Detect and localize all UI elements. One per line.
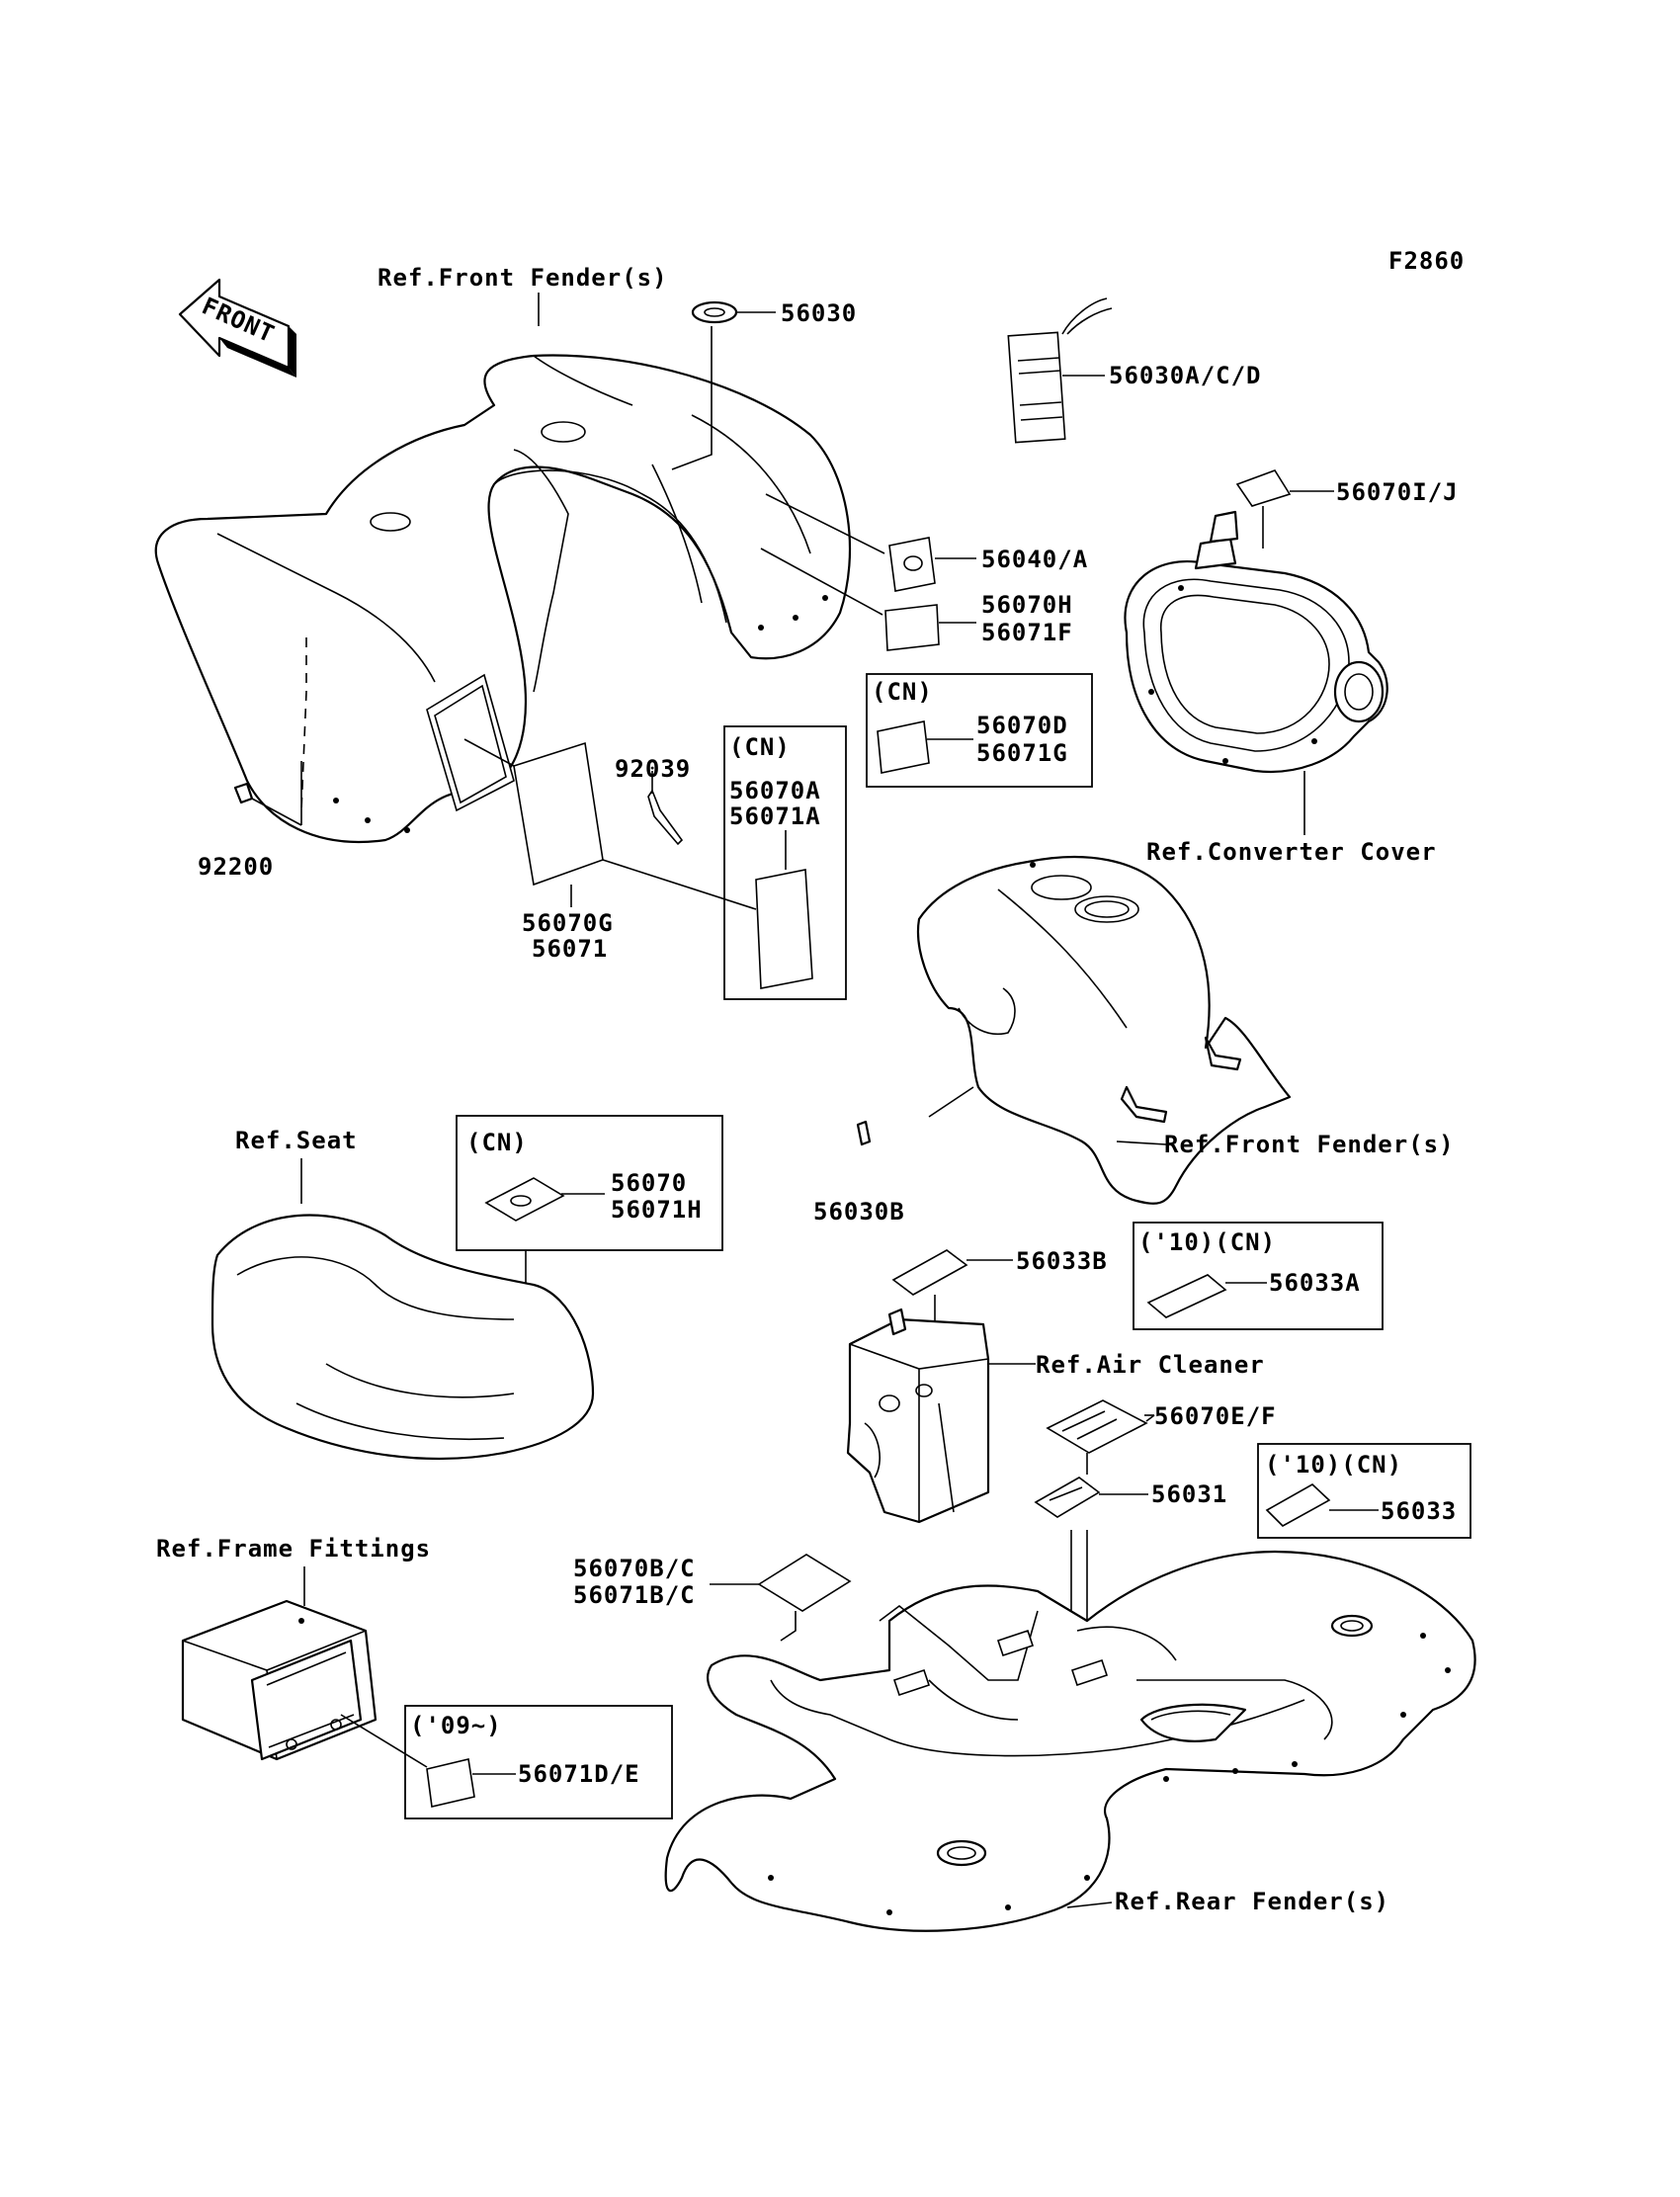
decal-56070h-icon (884, 604, 940, 651)
decal-56040-icon (888, 537, 936, 592)
converter-cover-drawing (1124, 510, 1388, 773)
callout-box-cn-33 (1257, 1443, 1471, 1539)
callout-box-cn-33a (1133, 1222, 1384, 1330)
cn-a-tag: (CN) (729, 733, 791, 761)
ref-rear-fender: Ref.Rear Fender(s) (1115, 1888, 1389, 1915)
callout-box-cn-a (723, 725, 847, 1000)
hang-tag-icon (1007, 297, 1113, 444)
decal-56070ef-icon (1046, 1399, 1148, 1454)
decal-56070bc-icon (757, 1554, 852, 1612)
part-56071: 56071 (532, 935, 608, 963)
part-56071b-c-text: 56071B/C (573, 1581, 696, 1609)
decal-56071de-icon (426, 1758, 475, 1808)
cn-33a-line1: 56033A (1269, 1269, 1361, 1297)
part-56033b: 56033B (1016, 1247, 1108, 1275)
y09-line1: 56071D/E (518, 1760, 640, 1788)
cn-a-line1: 56070A (729, 777, 821, 804)
callout-box-cn-d (866, 673, 1093, 788)
callout-box-cn-h (456, 1115, 723, 1251)
rear-fender-drawing (664, 1550, 1476, 1932)
part-92039: 92039 (615, 755, 691, 783)
cn-h-tag: (CN) (466, 1129, 528, 1156)
part-56070g: 56070G (522, 909, 614, 937)
label-56030b-icon (856, 1120, 872, 1146)
ref-converter-cover: Ref.Converter Cover (1146, 838, 1437, 866)
decal-56070g-icon (513, 741, 604, 887)
part-56040-a: 56040/A (981, 546, 1088, 573)
part-56030a-c-d: 56030A/C/D (1109, 362, 1262, 389)
screw-92039-icon (647, 789, 684, 846)
cn-d-tag: (CN) (872, 678, 933, 706)
ref-seat: Ref.Seat (235, 1127, 358, 1154)
callout-box-y09 (404, 1705, 673, 1819)
decal-56070d-icon (877, 720, 930, 774)
figure-code: F2860 (1388, 247, 1465, 275)
cn-33-tag: ('10)(CN) (1265, 1451, 1402, 1479)
cn-d-line1: 56070D (976, 712, 1068, 739)
cn-a-line2: 56071A (729, 803, 821, 830)
decal-56033a-icon (1146, 1274, 1227, 1318)
part-56070e-f: 56070E/F (1154, 1402, 1277, 1430)
ref-frame-fittings: Ref.Frame Fittings (156, 1535, 431, 1563)
seat-drawing (210, 1214, 595, 1461)
part-56031: 56031 (1151, 1480, 1227, 1508)
decal-56033-icon (1265, 1483, 1331, 1527)
frame-fittings-drawing (181, 1599, 378, 1761)
part-92200: 92200 (198, 853, 274, 881)
y09-tag: ('09~) (410, 1712, 502, 1739)
ref-front-fender-top: Ref.Front Fender(s) (378, 264, 668, 292)
front-fender-drawing (154, 354, 852, 844)
cn-h-line2: 56071H (611, 1196, 703, 1224)
cn-33-line1: 56033 (1381, 1497, 1457, 1525)
part-56030b: 56030B (813, 1198, 905, 1225)
ref-front-fender-mid: Ref.Front Fender(s) (1164, 1131, 1455, 1158)
decal-56033b-icon (891, 1249, 968, 1296)
part-56070h: 56070H (981, 591, 1073, 619)
cn-d-line2: 56071G (976, 739, 1068, 767)
part-56071f: 56071F (981, 619, 1073, 646)
decal-56070a-icon (755, 869, 813, 989)
cn-h-line1: 56070 (611, 1169, 687, 1197)
front-fender-mid-drawing (917, 856, 1292, 1205)
decal-56070ij-icon (1235, 469, 1292, 507)
cn-33a-tag: ('10)(CN) (1138, 1228, 1276, 1256)
decal-56070-icon (484, 1177, 565, 1222)
front-direction-arrow-icon: FRONT (178, 278, 296, 378)
ref-air-cleaner: Ref.Air Cleaner (1036, 1351, 1265, 1379)
air-cleaner-drawing (846, 1308, 990, 1524)
part-56070b-c: 56070B/C (573, 1555, 696, 1582)
part-56030: 56030 (781, 299, 857, 327)
decal-56031-icon (1034, 1477, 1101, 1518)
grommet-56030-icon (691, 300, 738, 324)
part-56070i-j: 56070I/J (1336, 478, 1459, 506)
